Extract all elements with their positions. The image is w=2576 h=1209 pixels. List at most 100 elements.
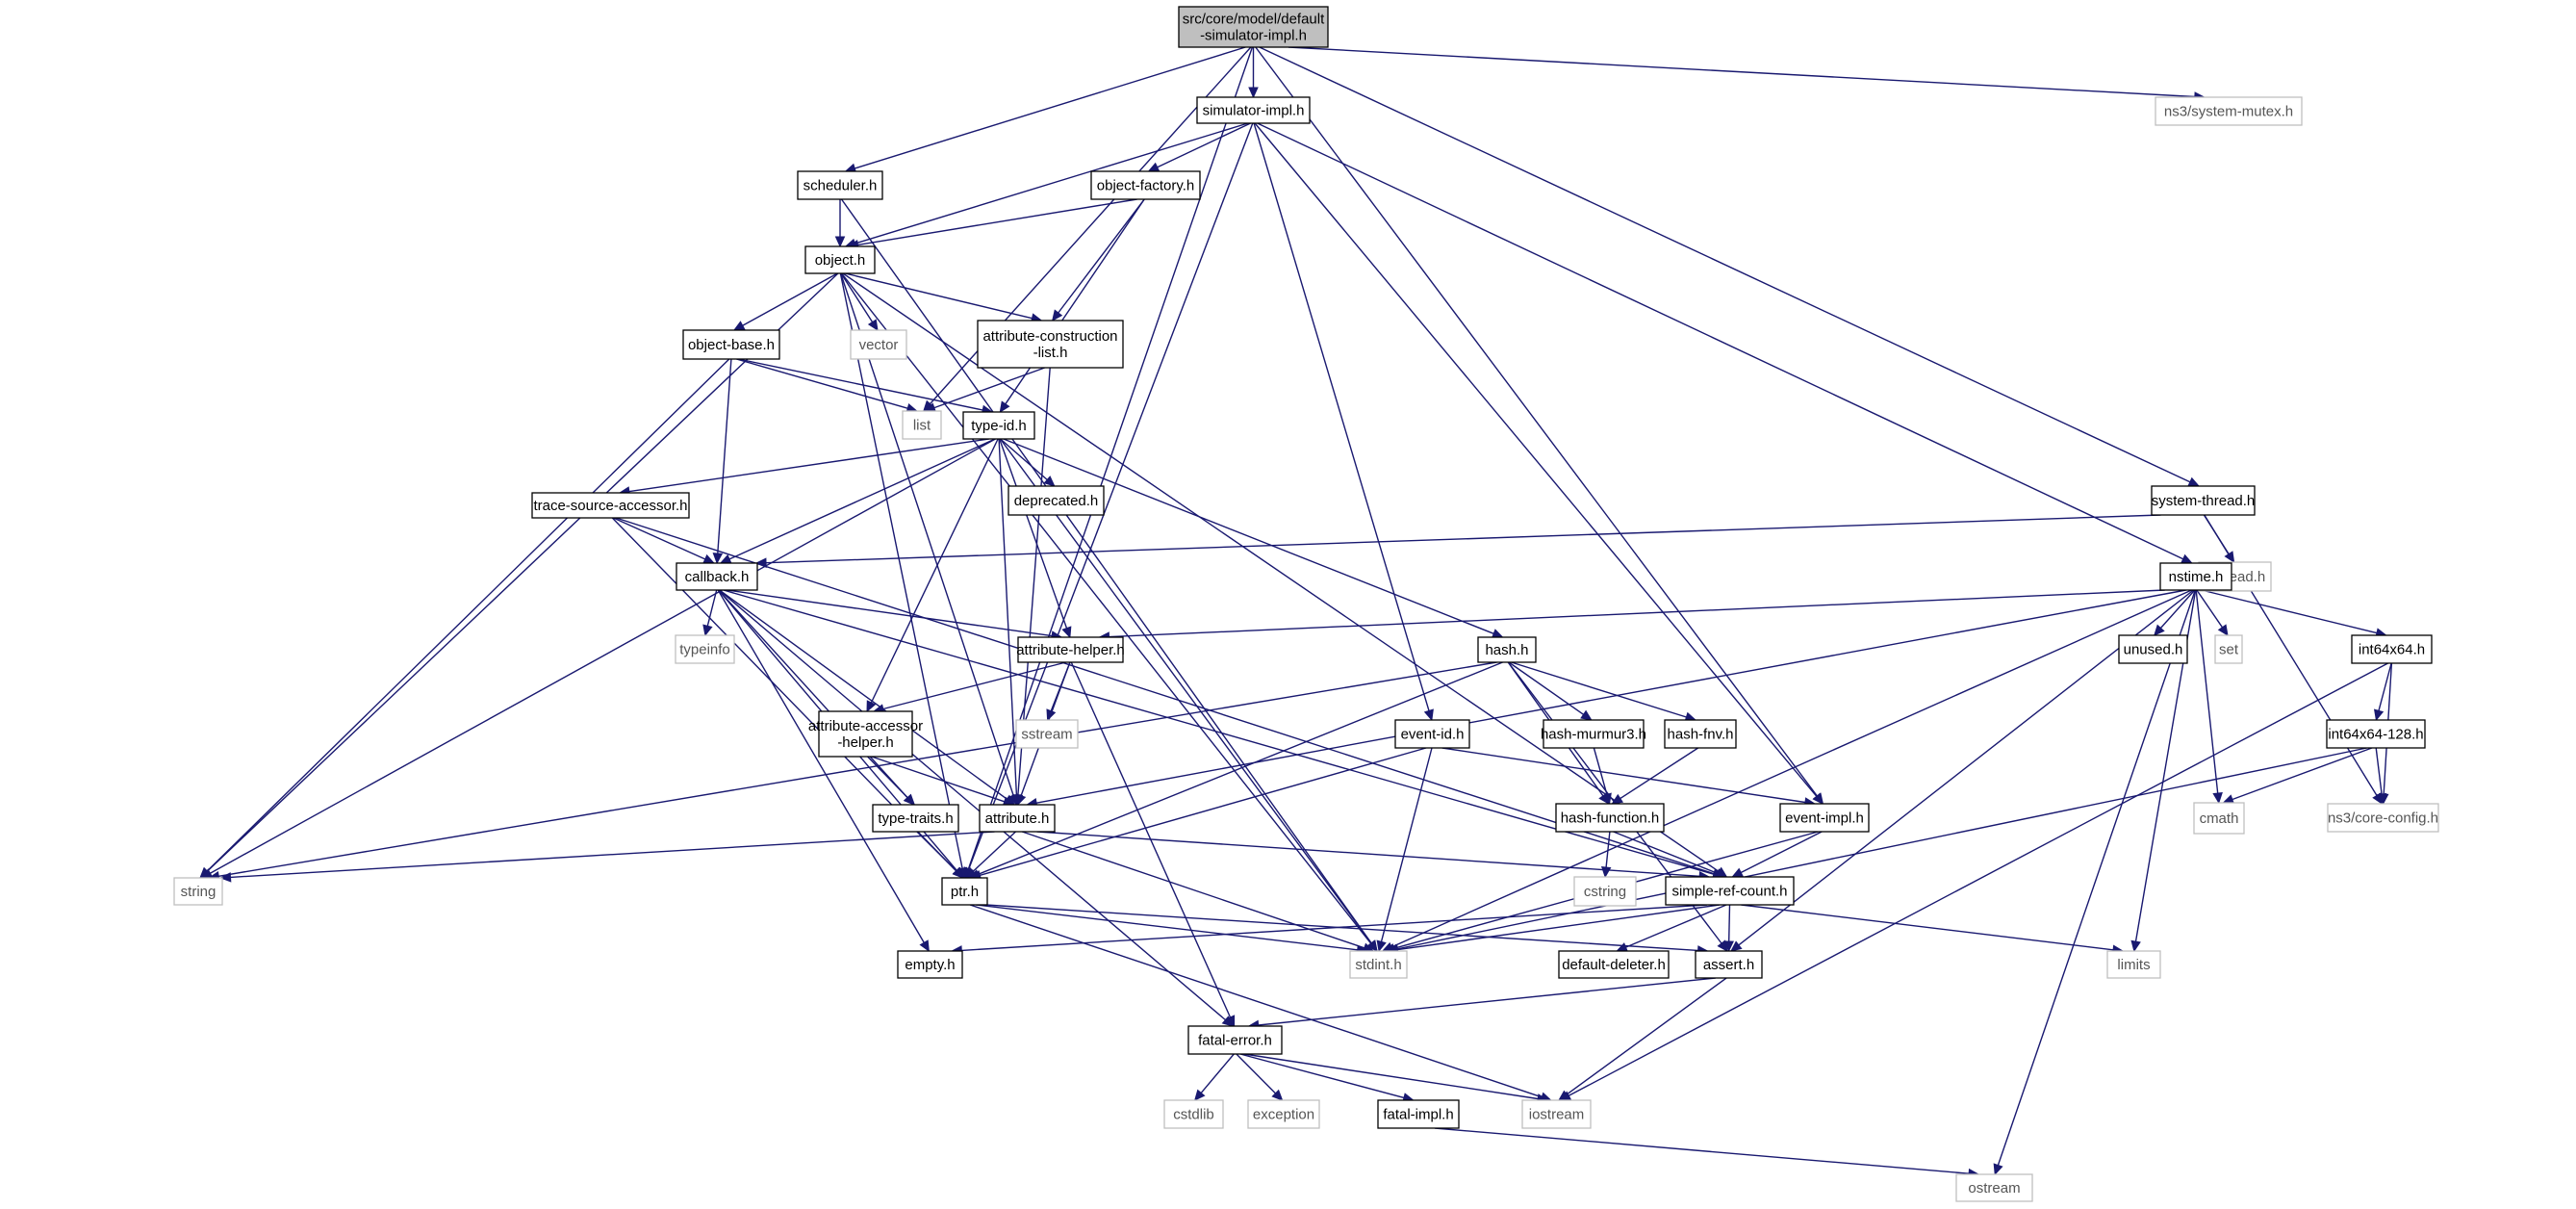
node-ptr[interactable]: ptr.h — [941, 877, 988, 906]
node-aah[interactable]: attribute-accessor-helper.h — [808, 710, 923, 758]
edge-root-to-systhread — [1259, 46, 2191, 483]
edge-eventimpl-to-src — [1740, 831, 1823, 874]
edge-eventid-to-stdint — [1380, 747, 1433, 942]
edge-fnv-to-hashfn — [1620, 747, 1699, 800]
node-box-deprecated — [1007, 485, 1105, 516]
node-assert[interactable]: assert.h — [1695, 950, 1763, 979]
edge-nstime-to-ostream — [1997, 589, 2196, 1166]
arrowhead-assert-to-iostream — [1558, 1090, 1570, 1101]
edge-src-to-assert — [1728, 904, 1731, 942]
node-nstime[interactable]: nstime.h — [2159, 562, 2232, 591]
node-box-systhread — [2151, 485, 2256, 516]
node-attrcl[interactable]: attribute-construction-list.h — [977, 320, 1124, 369]
node-label-objbase: object-base.h — [688, 337, 775, 353]
node-box-nstime — [2159, 562, 2232, 591]
node-defdel[interactable]: default-deleter.h — [1558, 950, 1670, 979]
arrowhead-object-to-objbase — [732, 321, 746, 331]
node-fnv[interactable]: hash-fnv.h — [1664, 719, 1737, 749]
edge-src-to-empty — [961, 904, 1707, 952]
node-label-assert: assert.h — [1703, 957, 1754, 973]
edge-simimpl-to-eventimpl — [1254, 122, 1818, 797]
node-object[interactable]: object.h — [804, 245, 876, 274]
edge-nstime-to-unused — [2159, 589, 2196, 629]
edge-typeid-to-hash — [1003, 438, 1494, 634]
node-int128[interactable]: int64x64-128.h — [2326, 719, 2426, 749]
node-box-sstream — [1015, 719, 1079, 749]
edge-callback-to-fatalerror — [718, 589, 1226, 1021]
node-fatalimpl[interactable]: fatal-impl.h — [1377, 1099, 1460, 1129]
node-root[interactable]: src/core/model/default-simulator-impl.h — [1178, 6, 1329, 48]
node-label-attrcl: attribute-construction — [982, 328, 1117, 345]
node-typeid[interactable]: type-id.h — [962, 411, 1035, 440]
node-label-aah: attribute-accessor — [808, 718, 923, 734]
edge-src-to-defdel — [1625, 904, 1727, 948]
node-label-murmur: hash-murmur3.h — [1541, 727, 1646, 743]
node-fatalerror[interactable]: fatal-error.h — [1187, 1025, 1283, 1055]
node-label-int128: int64x64-128.h — [2328, 727, 2423, 743]
edge-hash-to-string — [218, 661, 1497, 877]
node-typetraits[interactable]: type-traits.h — [872, 804, 959, 833]
node-box-simimpl — [1196, 96, 1311, 124]
node-hash[interactable]: hash.h — [1477, 636, 1537, 663]
node-box-cstring — [1573, 876, 1637, 907]
edge-nstime-to-attribute — [1035, 589, 2186, 804]
node-unused[interactable]: unused.h — [2118, 634, 2188, 664]
arrowhead-tsa-to-callback — [702, 553, 716, 564]
edge-typeid-to-string — [210, 438, 996, 874]
node-box-fatalimpl — [1377, 1099, 1460, 1129]
edge-object-to-ptr — [839, 272, 963, 869]
edge-hashfn-to-cstring — [1605, 831, 1611, 868]
node-src[interactable]: simple-ref-count.h — [1665, 876, 1795, 906]
edge-typeid-to-attrhelper — [999, 438, 1068, 629]
arrowhead-attribute-to-ptr — [965, 866, 978, 879]
edge-int128-to-cmath — [2232, 747, 2373, 801]
node-box-stdint — [1349, 950, 1408, 979]
node-hashfn[interactable]: hash-function.h — [1555, 803, 1665, 833]
arrowhead-objfactory-to-typeid — [999, 400, 1010, 414]
node-empty[interactable]: empty.h — [897, 950, 963, 979]
node-eventid[interactable]: event-id.h — [1394, 719, 1470, 749]
node-box-objbase — [682, 329, 780, 360]
edge-fatalerror-to-iostream — [1243, 1053, 1539, 1100]
node-box-typeid — [962, 411, 1035, 440]
node-box-limits — [2106, 950, 2161, 979]
arrowhead-int128-to-coreconfig — [2376, 792, 2387, 806]
edge-object-to-vector — [840, 272, 874, 322]
node-objfactory[interactable]: object-factory.h — [1090, 170, 1201, 200]
arrowhead-hash-to-murmur — [1580, 709, 1593, 721]
node-label-int64x64: int64x64.h — [2359, 642, 2425, 658]
node-iostream: iostream — [1521, 1099, 1592, 1129]
node-label-src: simple-ref-count.h — [1671, 884, 1787, 900]
arrowhead-simimpl-to-objfactory — [1147, 162, 1160, 172]
node-eventimpl[interactable]: event-impl.h — [1779, 803, 1870, 833]
node-simimpl[interactable]: simulator-impl.h — [1196, 96, 1311, 124]
node-int64x64[interactable]: int64x64.h — [2351, 634, 2433, 664]
arrowhead-root-to-systhread — [2187, 476, 2201, 487]
edge-object-to-attrcl — [845, 272, 1033, 320]
edge-attribute-to-ptr — [972, 831, 1016, 872]
node-attribute[interactable]: attribute.h — [979, 804, 1056, 833]
node-scheduler[interactable]: scheduler.h — [797, 170, 883, 200]
node-vector: vector — [850, 329, 907, 360]
node-label-callback: callback.h — [685, 569, 750, 585]
node-box-murmur — [1543, 719, 1645, 749]
node-objbase[interactable]: object-base.h — [682, 329, 780, 360]
edge-callback-to-typetraits — [718, 589, 908, 799]
node-deprecated[interactable]: deprecated.h — [1007, 485, 1105, 516]
node-callback[interactable]: callback.h — [676, 562, 758, 591]
node-typeinfo: typeinfo — [675, 634, 735, 664]
node-label-typetraits: type-traits.h — [878, 810, 953, 827]
node-systhread[interactable]: system-thread.h — [2151, 485, 2256, 516]
node-box-string — [173, 877, 223, 906]
node-attrhelper[interactable]: attribute-helper.h — [1016, 636, 1125, 663]
edge-eventid-to-eventimpl — [1441, 747, 1806, 804]
edge-object-to-stdint — [841, 272, 1372, 944]
edge-nstime-to-attrhelper — [1109, 589, 2165, 638]
node-label-mutex: ns3/system-mutex.h — [2164, 104, 2293, 120]
node-label-simimpl: simulator-impl.h — [1203, 103, 1305, 119]
edge-objbase-to-list — [736, 358, 908, 409]
node-murmur[interactable]: hash-murmur3.h — [1541, 719, 1646, 749]
edge-root-to-scheduler — [854, 46, 1246, 169]
node-tsa[interactable]: trace-source-accessor.h — [531, 492, 690, 519]
arrowhead-objfactory-to-attrcl — [1051, 309, 1063, 322]
